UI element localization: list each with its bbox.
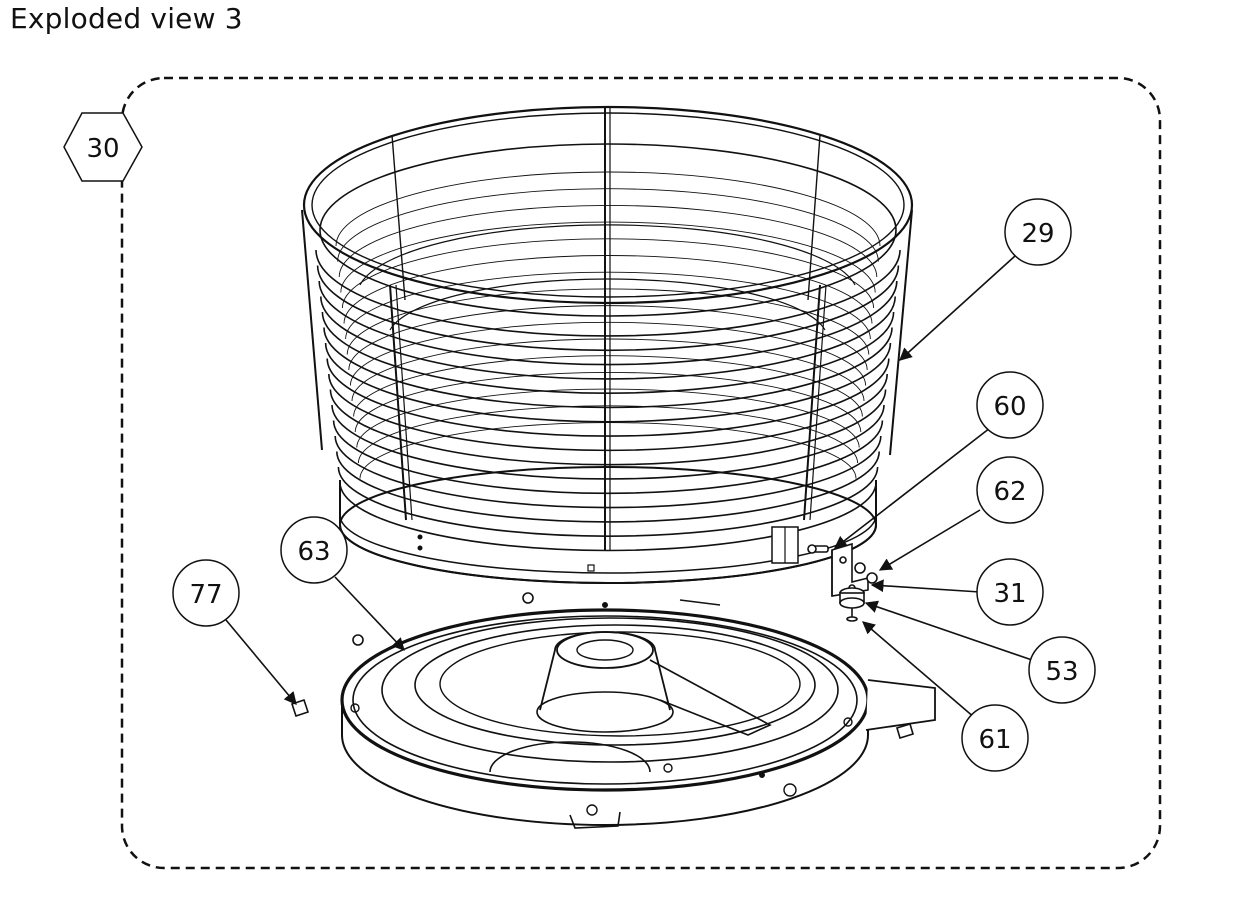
callout-61: 61 — [961, 704, 1029, 772]
callout-53: 53 — [1028, 636, 1096, 704]
guard-ring-back — [341, 238, 875, 309]
page-title: Exploded view 3 — [10, 2, 243, 35]
guard-ring-back — [346, 288, 870, 355]
guard-ring — [316, 265, 900, 352]
guard-ring — [320, 296, 896, 380]
guard-ring — [331, 404, 885, 480]
guard-ring-back — [335, 171, 881, 247]
guard-ring — [324, 342, 892, 423]
guard-ring — [315, 249, 901, 337]
guard-ring-back — [338, 204, 878, 278]
callout-77-label: 77 — [189, 580, 222, 610]
guard-ring — [328, 373, 888, 452]
guard-ring — [336, 451, 880, 523]
callout-29-label: 29 — [1021, 219, 1054, 249]
guard-ring — [321, 311, 895, 394]
callout-63: 63 — [280, 516, 348, 584]
guard-ring-back — [345, 271, 871, 340]
guard-ring — [323, 327, 893, 409]
callout-60-label: 60 — [993, 392, 1026, 422]
guard-ring — [339, 482, 877, 552]
callout-53-label: 53 — [1045, 657, 1078, 687]
guard-ring-back — [349, 321, 867, 386]
guard-ring-back — [354, 371, 862, 433]
callout-60: 60 — [976, 371, 1044, 439]
callout-61-label: 61 — [978, 725, 1011, 755]
guard-ring — [334, 435, 882, 509]
guard-ring — [337, 466, 879, 537]
guard-ring-back — [351, 338, 865, 402]
assembly-boundary — [120, 76, 1162, 870]
guard-ring — [318, 280, 898, 366]
guard-ring-back — [359, 422, 857, 479]
callout-63-label: 63 — [297, 537, 330, 567]
assembly-tag: 30 — [63, 112, 143, 182]
guard-ring-back — [337, 188, 879, 262]
guard-ring-back — [343, 255, 873, 324]
guard-ring — [329, 389, 887, 466]
guard-ring — [326, 358, 890, 437]
guard-ring — [332, 420, 884, 495]
guard-ring-back — [340, 221, 876, 293]
callout-31: 31 — [976, 558, 1044, 626]
wire-guard — [301, 105, 914, 584]
callout-31-label: 31 — [993, 579, 1026, 609]
assembly-tag-label: 30 — [86, 134, 119, 164]
guard-ring-back — [353, 355, 863, 417]
base-plate — [340, 599, 936, 829]
callout-29: 29 — [1004, 198, 1072, 266]
callout-62-label: 62 — [993, 477, 1026, 507]
guard-ring-back — [357, 405, 859, 464]
guard-ring-back — [348, 305, 868, 371]
leader-lines — [225, 255, 1033, 719]
callout-77: 77 — [172, 559, 240, 627]
guard-ring-back — [356, 388, 860, 448]
callout-62: 62 — [976, 456, 1044, 524]
mounting-hardware — [290, 542, 914, 740]
